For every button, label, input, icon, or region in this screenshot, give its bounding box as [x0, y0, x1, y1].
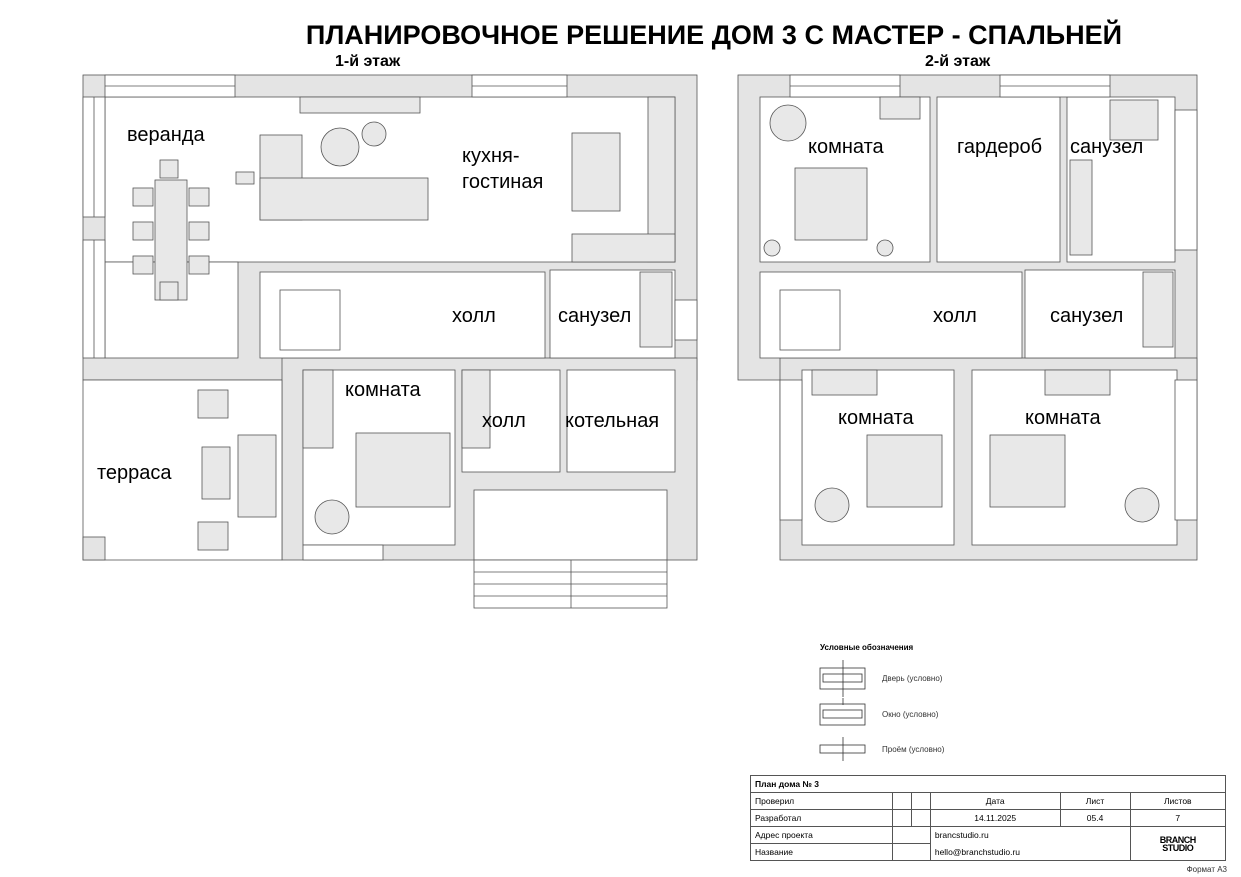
- room-hall-2: холл: [482, 410, 526, 432]
- room2-bedroom-3: комната: [1025, 407, 1101, 429]
- tb-address: Адрес проекта: [750, 826, 893, 844]
- tb-checked: Проверил: [750, 792, 893, 810]
- floor1-plan: [82, 74, 698, 609]
- room-kitchen-line2: гостиная: [462, 171, 544, 193]
- tb-date-label: Дата: [929, 792, 1061, 810]
- legend-title: Условные обозначения: [820, 643, 914, 652]
- floor2-label: 2-й этаж: [925, 53, 991, 70]
- tb-email: hello@branchstudio.ru: [929, 843, 1131, 861]
- tb-site: brancstudio.ru: [929, 826, 1131, 844]
- tb-date: 14.11.2025: [929, 809, 1061, 827]
- tb-sheet: 05.4: [1059, 809, 1131, 827]
- room-bedroom: комната: [345, 379, 421, 401]
- legend-opening: Проём (условно): [882, 745, 945, 754]
- room-boiler: котельная: [565, 410, 660, 432]
- room-hall: холл: [452, 305, 496, 327]
- tb-name: Название: [750, 843, 893, 861]
- room2-bathroom: санузел: [1070, 136, 1144, 158]
- room2-bedroom-2: комната: [838, 407, 914, 429]
- tb-sheet-label: Лист: [1059, 792, 1131, 810]
- tb-sheets-label: Листов: [1129, 792, 1227, 810]
- paper-format: Формат А3: [1186, 865, 1227, 874]
- legend-symbols: [819, 660, 866, 761]
- tb-sheets: 7: [1129, 809, 1227, 827]
- tb-developed: Разработал: [750, 809, 893, 827]
- room2-wardrobe: гардероб: [957, 136, 1043, 158]
- tb-header: План дома № 3: [750, 775, 1226, 793]
- room-veranda: веранда: [127, 124, 205, 146]
- floor2-plan: [737, 74, 1198, 561]
- room2-bathroom-2: санузел: [1050, 305, 1124, 327]
- room-bathroom: санузел: [558, 305, 632, 327]
- sheet-title: ПЛАНИРОВОЧНОЕ РЕШЕНИЕ ДОМ 3 С МАСТЕР - С…: [305, 20, 1123, 50]
- floor1-label: 1-й этаж: [335, 53, 401, 70]
- legend-door: Дверь (условно): [882, 674, 943, 683]
- room-kitchen-line1: кухня-: [462, 145, 520, 167]
- room2-hall: холл: [933, 305, 977, 327]
- room-terrace: терраса: [97, 462, 172, 484]
- room2-bedroom: комната: [808, 136, 884, 158]
- title-block: План дома № 3 Проверил Дата Лист Листов …: [750, 775, 1227, 861]
- legend-window: Окно (условно): [882, 710, 939, 719]
